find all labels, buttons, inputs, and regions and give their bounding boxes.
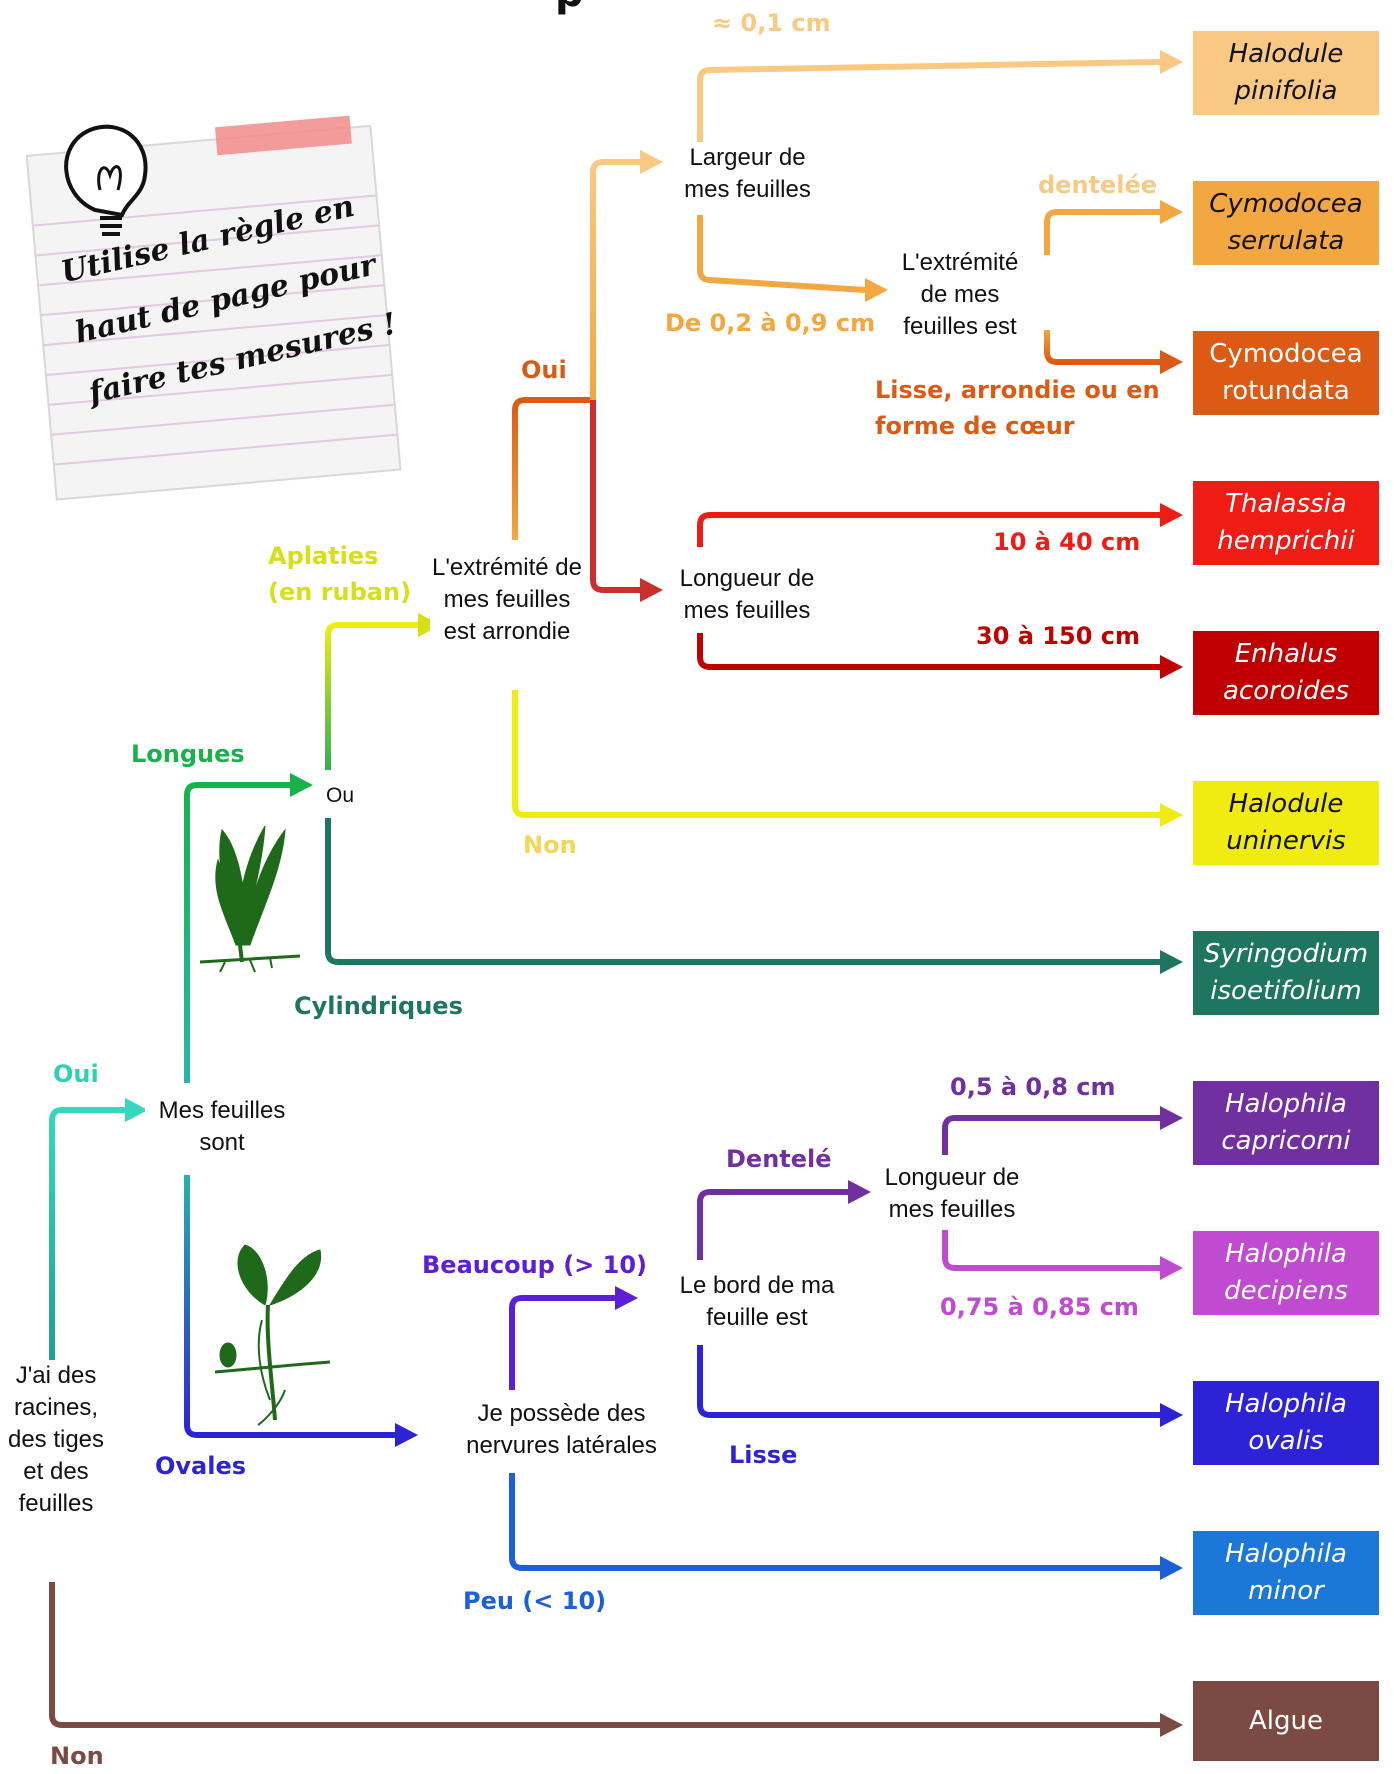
connector-cylindriques bbox=[325, 818, 1160, 965]
species-box-syringodium-isoetifolium: Syringodium isoetifolium bbox=[1193, 931, 1379, 1015]
label-oui-root: Oui bbox=[53, 1060, 99, 1088]
label-longues: Longues bbox=[131, 740, 245, 768]
arrowhead bbox=[1160, 200, 1183, 224]
species-box-halophila-minor: Halophila minor bbox=[1193, 1531, 1379, 1615]
label-largeur-moyenne: De 0,2 à 0,9 cm bbox=[665, 309, 876, 337]
question-length-ribbon: Longueur de mes feuilles bbox=[670, 563, 824, 627]
label-lisse-arrondie: Lisse, arrondie ou en forme de cœur bbox=[875, 376, 1160, 440]
label-non-root: Non bbox=[50, 1742, 104, 1770]
lightbulb-icon bbox=[64, 124, 148, 236]
question-leaf-edge: Le bord de ma feuille est bbox=[665, 1270, 849, 1334]
species-box-halodule-pinifolia: Halodule pinifolia bbox=[1193, 31, 1379, 115]
label-long-30-150: 30 à 150 cm bbox=[976, 622, 1140, 650]
connector-longues bbox=[184, 782, 290, 1083]
label-non-arrondie: Non bbox=[523, 831, 577, 859]
question-length-oval: Longueur de mes feuilles bbox=[875, 1162, 1029, 1226]
connector-dentelee bbox=[1044, 209, 1160, 255]
question-ou: Ou bbox=[318, 780, 362, 812]
species-box-enhalus-acoroides: Enhalus acoroides bbox=[1193, 631, 1379, 715]
arrowhead bbox=[1160, 655, 1183, 679]
question-leaves-are: Mes feuilles sont bbox=[145, 1095, 299, 1159]
seagrass-oval-leaves-illustration bbox=[214, 1244, 331, 1426]
label-long-10-40: 10 à 40 cm bbox=[993, 528, 1141, 556]
label-oui-arrondie: Oui bbox=[521, 356, 567, 384]
arrowhead bbox=[418, 613, 441, 637]
connector-long-10-40 bbox=[697, 512, 1160, 547]
connector-lisse-arrondie bbox=[1044, 330, 1160, 365]
arrowhead bbox=[1160, 1403, 1183, 1427]
question-lateral-veins: Je possède des nervures latérales bbox=[447, 1398, 676, 1462]
tip-note-text: Utilise la règle en haut de page pour fa… bbox=[57, 188, 400, 412]
arrowhead bbox=[848, 1180, 871, 1204]
arrowhead bbox=[1160, 1106, 1183, 1130]
connector-dentele bbox=[697, 1189, 848, 1260]
arrowhead bbox=[395, 1423, 418, 1447]
arrowhead bbox=[1160, 803, 1183, 827]
connector-largeur-fine bbox=[697, 59, 1161, 145]
species-box-halophila-decipiens: Halophila decipiens bbox=[1193, 1231, 1379, 1315]
connector-oui-down bbox=[590, 400, 640, 593]
arrowhead bbox=[1160, 50, 1183, 74]
question-width: Largeur de mes feuilles bbox=[673, 142, 822, 206]
label-ovales: Ovales bbox=[155, 1452, 247, 1480]
arrowhead bbox=[615, 1286, 638, 1310]
species-box-thalassia-hemprichii: Thalassia hemprichii bbox=[1193, 481, 1379, 565]
connector-oui-arrondie bbox=[512, 397, 593, 540]
species-box-algue: Algue bbox=[1193, 1681, 1379, 1761]
label-dentele: Dentelé bbox=[726, 1145, 832, 1173]
label-long-075-085: 0,75 à 0,85 cm bbox=[940, 1293, 1139, 1321]
label-dentelee: dentelée bbox=[1038, 171, 1158, 199]
arrowhead bbox=[290, 773, 313, 797]
arrowhead bbox=[640, 150, 663, 174]
connector-non-arrondie bbox=[512, 690, 1160, 818]
label-beaucoup: Beaucoup (> 10) bbox=[422, 1251, 647, 1279]
question-tip-rounded: L'extrémité de mes feuilles est arrondie bbox=[430, 552, 584, 648]
connector-beaucoup bbox=[509, 1295, 615, 1390]
arrowhead bbox=[1160, 1556, 1183, 1580]
connector-lisse bbox=[697, 1345, 1160, 1418]
species-box-halodule-uninervis: Halodule uninervis bbox=[1193, 781, 1379, 865]
arrowhead bbox=[1160, 1713, 1183, 1737]
species-box-halophila-ovalis: Halophila ovalis bbox=[1193, 1381, 1379, 1465]
question-roots-stems-leaves: J'ai des racines, des tiges et des feuil… bbox=[0, 1360, 112, 1520]
tip-note-container: Utilise la règle en haut de page pour fa… bbox=[25, 101, 400, 490]
connector-aplaties bbox=[325, 622, 418, 770]
arrowhead bbox=[865, 278, 888, 302]
arrowhead bbox=[640, 578, 663, 602]
connector-long-30-150 bbox=[697, 633, 1160, 670]
species-box-cymodocea-rotundata: Cymodocea rotundata bbox=[1193, 331, 1379, 415]
connector-largeur-moy bbox=[697, 215, 866, 293]
label-largeur-fine: ≈ 0,1 cm bbox=[712, 9, 831, 37]
label-aplaties: Aplaties (en ruban) bbox=[268, 542, 412, 606]
connector-oui-up bbox=[590, 159, 640, 400]
connector-ovales bbox=[184, 1175, 395, 1438]
question-tip: L'extrémité de mes feuilles est bbox=[893, 247, 1027, 343]
label-peu: Peu (< 10) bbox=[463, 1587, 607, 1615]
connector-oui-root bbox=[49, 1107, 125, 1360]
connector-long-075-085 bbox=[942, 1230, 1160, 1271]
connector-non-root bbox=[49, 1582, 1160, 1728]
seagrass-long-leaves-illustration bbox=[199, 825, 301, 973]
label-cylindriques: Cylindriques bbox=[294, 992, 463, 1020]
arrowhead bbox=[125, 1098, 148, 1122]
connector-peu bbox=[509, 1473, 1160, 1571]
species-box-cymodocea-serrulata: Cymodocea serrulata bbox=[1193, 181, 1379, 265]
arrowhead bbox=[1160, 503, 1183, 527]
label-lisse: Lisse bbox=[729, 1441, 798, 1469]
species-box-halophila-capricorni: Halophila capricorni bbox=[1193, 1081, 1379, 1165]
arrowhead bbox=[1160, 950, 1183, 974]
arrowhead bbox=[1160, 1256, 1183, 1280]
connector-long-05-08 bbox=[942, 1115, 1160, 1155]
label-long-05-08: 0,5 à 0,8 cm bbox=[950, 1073, 1116, 1101]
page-title: p bbox=[555, 0, 584, 16]
arrowhead bbox=[1160, 350, 1183, 374]
